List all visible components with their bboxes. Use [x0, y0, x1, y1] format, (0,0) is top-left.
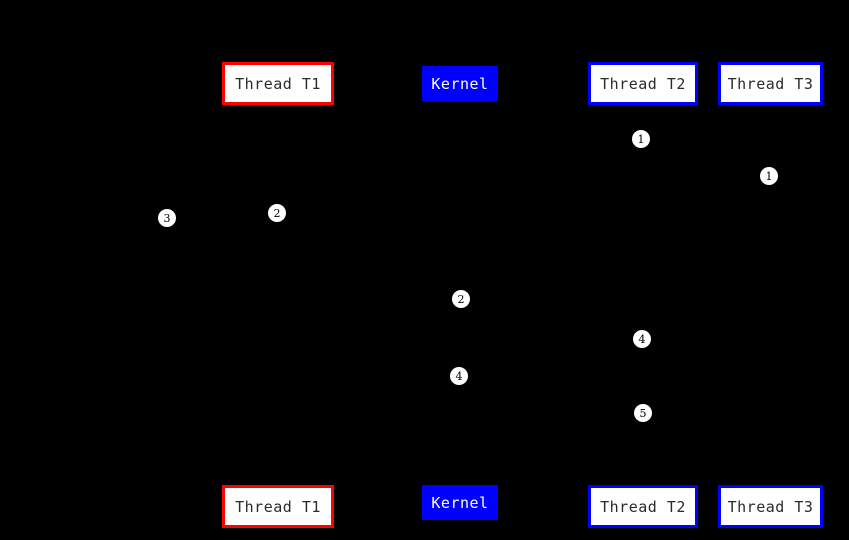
step-badge-4: 4 — [450, 367, 468, 385]
step-badge-4: 4 — [633, 330, 651, 348]
participant-label: Thread T3 — [727, 74, 814, 93]
step-badge-1: 1 — [760, 167, 778, 185]
participant-box-kernel-bottom[interactable]: Kernel — [422, 485, 498, 520]
participant-label: Thread T2 — [600, 497, 686, 516]
participant-box-thread-t1-bottom[interactable]: Thread T1 — [222, 485, 334, 528]
participant-box-thread-t2-top[interactable]: Thread T2 — [588, 62, 698, 105]
participant-label: Thread T1 — [235, 74, 321, 93]
step-badge-2: 2 — [452, 290, 470, 308]
step-badge-2: 2 — [268, 204, 286, 222]
participant-label: Thread T2 — [600, 74, 686, 93]
lifeline-thread-t3 — [770, 105, 771, 485]
participant-box-thread-t2-bottom[interactable]: Thread T2 — [588, 485, 698, 528]
lifeline-thread-t2 — [643, 105, 644, 485]
step-badge-1: 1 — [632, 130, 650, 148]
participant-box-thread-t3-bottom[interactable]: Thread T3 — [718, 485, 823, 528]
participant-label: Kernel — [431, 493, 489, 512]
participant-label: Thread T1 — [235, 497, 321, 516]
step-badge-5: 5 — [634, 404, 652, 422]
participant-box-thread-t1-top[interactable]: Thread T1 — [222, 62, 334, 105]
step-badge-3: 3 — [158, 209, 176, 227]
participant-box-kernel-top[interactable]: Kernel — [422, 66, 498, 101]
participant-label: Thread T3 — [727, 497, 814, 516]
participant-label: Kernel — [431, 74, 489, 93]
participant-box-thread-t3-top[interactable]: Thread T3 — [718, 62, 823, 105]
lifeline-thread-t1 — [278, 105, 279, 485]
